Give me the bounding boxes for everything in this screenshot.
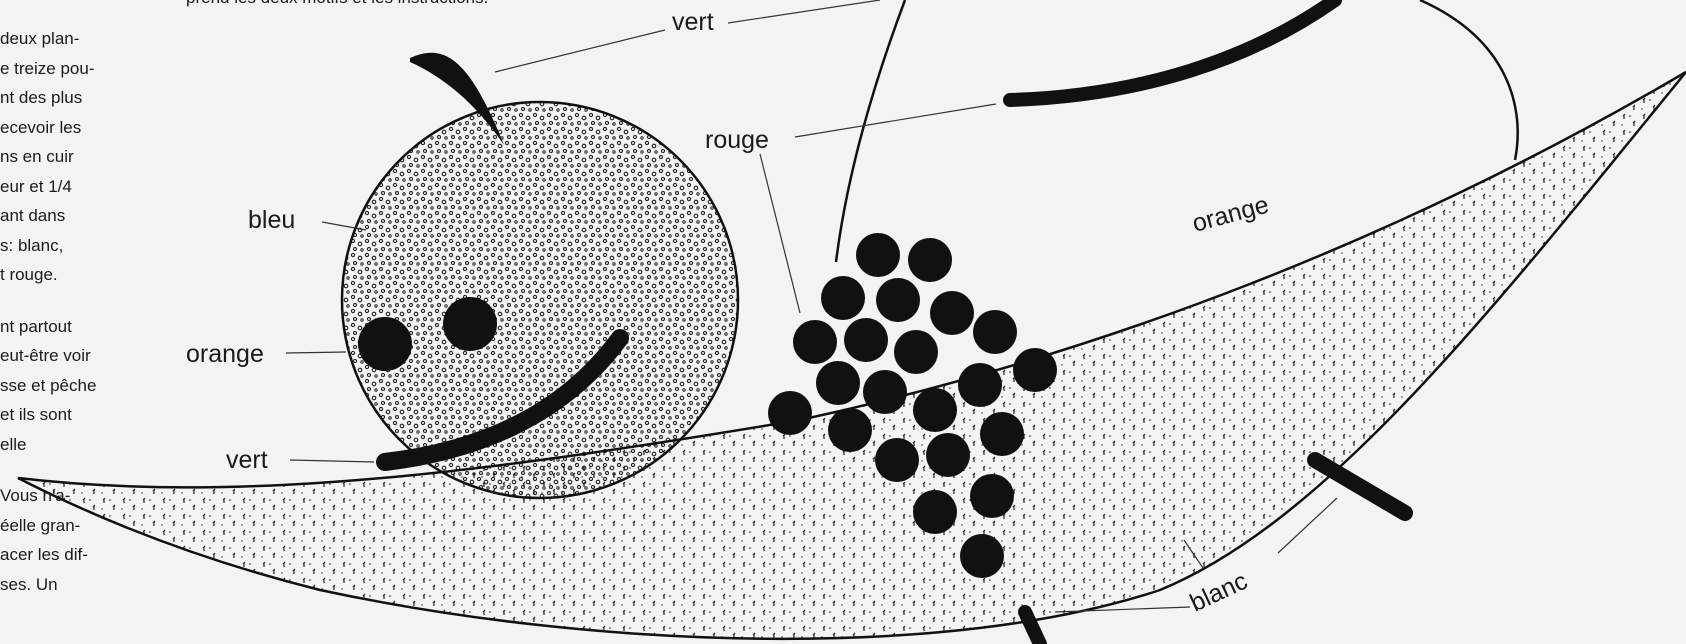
label-orange-left: orange — [186, 340, 264, 368]
pear-mouth — [1010, 0, 1335, 100]
stroke-right — [1315, 460, 1405, 513]
label-vert-left: vert — [226, 446, 268, 474]
orange-right-eye — [443, 297, 497, 351]
label-vert-top: vert — [672, 8, 714, 36]
label-rouge: rouge — [705, 126, 769, 154]
orange-left-eye — [358, 317, 412, 371]
label-orange-banana: orange — [1189, 191, 1271, 238]
label-bleu: bleu — [248, 206, 295, 234]
